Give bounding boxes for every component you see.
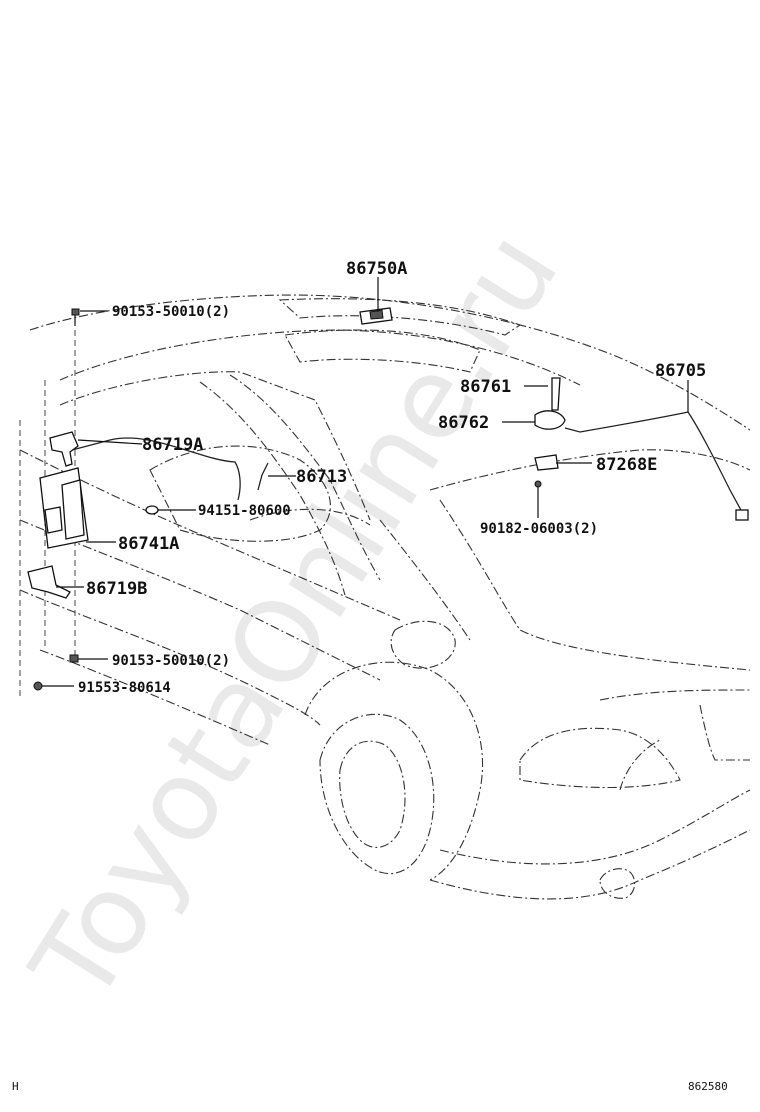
leader-lines <box>42 277 689 687</box>
part-86761 <box>551 377 561 411</box>
callout-86705: 86705 <box>655 361 706 381</box>
callout-86719A: 86719A <box>142 435 203 455</box>
callout-94151: 94151-80600 <box>198 503 291 519</box>
parts <box>27 307 749 691</box>
part-87268E <box>534 454 559 471</box>
callout-86761: 86761 <box>460 377 511 397</box>
callout-86713: 86713 <box>296 467 347 487</box>
bolt-90153-bottom <box>69 654 79 663</box>
callout-86719B: 86719B <box>86 579 147 599</box>
callout-91553: 91553-80614 <box>78 680 171 696</box>
callouts: 86750A 90153-50010(2) 86761 86705 86719A… <box>78 259 706 696</box>
part-86719B <box>27 565 71 599</box>
callout-86741A: 86741A <box>118 534 179 554</box>
bolt-90153-top <box>71 308 80 326</box>
callout-90182: 90182-06003(2) <box>480 521 598 537</box>
bolt-91553 <box>33 681 43 691</box>
part-86762 <box>534 410 566 430</box>
watermark: ToyotaOnline.ru <box>7 210 584 1025</box>
cable-86713 <box>71 437 241 501</box>
nut-90182 <box>534 480 542 488</box>
part-86719A <box>49 431 79 467</box>
callout-87268E: 87268E <box>596 455 657 475</box>
callout-90153-top: 90153-50010(2) <box>112 304 230 320</box>
callout-86750A: 86750A <box>346 259 407 279</box>
corner-mark-left: H <box>12 1080 19 1093</box>
cable-86705-connector <box>735 509 749 521</box>
callout-90153-bottom: 90153-50010(2) <box>112 653 230 669</box>
part-94151 <box>145 505 159 515</box>
callout-86762: 86762 <box>438 413 489 433</box>
drawing-number: 862580 <box>688 1080 728 1093</box>
cable-86705 <box>564 411 743 513</box>
